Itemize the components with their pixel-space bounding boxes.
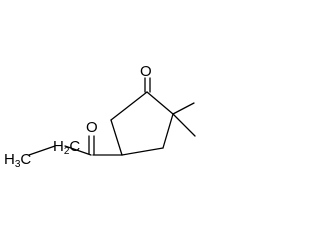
methylene-label: H2C <box>53 138 80 157</box>
bond-c2-methyl-up <box>172 102 195 115</box>
methyl-h: H <box>4 151 15 168</box>
methylene-subscript: 2 <box>64 146 70 157</box>
bond-c2-c3 <box>162 113 174 149</box>
acyl-oxygen-label: O <box>86 119 98 136</box>
ketone-oxygen-label: O <box>140 63 152 80</box>
methylene-c: C <box>69 138 80 155</box>
methyl-c: C <box>20 151 31 168</box>
methyl-subscript: 3 <box>15 159 21 170</box>
methylene-h: H <box>53 138 64 155</box>
bond-c1-c2 <box>146 91 174 115</box>
bond-c3-c4 <box>121 147 164 156</box>
bond-acyl-ch2 <box>64 145 92 156</box>
bond-ch2-ch3 <box>28 145 56 156</box>
bond-c2-methyl-down <box>172 113 196 137</box>
molecule-structure: O O H2C H3C <box>4 63 196 170</box>
methyl-terminal-label: H3C <box>4 151 31 170</box>
structure-canvas: O O H2C H3C <box>4 63 196 170</box>
bond-c5-c1 <box>110 91 148 121</box>
bond-c4-c5 <box>110 119 123 156</box>
